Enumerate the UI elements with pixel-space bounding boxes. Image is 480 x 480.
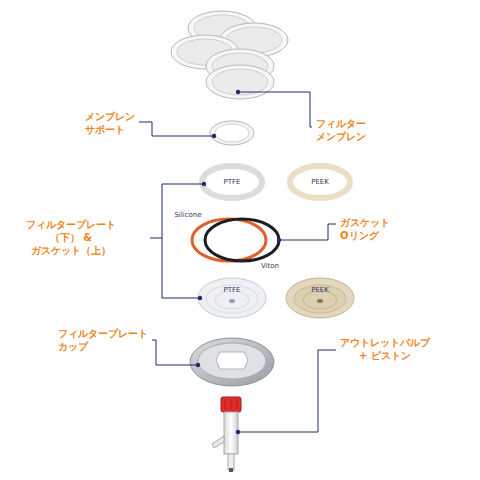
cup-rim [190, 338, 274, 386]
leader-dot [277, 238, 281, 242]
leader-dot [202, 182, 206, 186]
leader-dots [196, 90, 281, 434]
ptfe-plate [198, 278, 266, 318]
leader-line [279, 224, 336, 240]
leader-line [238, 350, 336, 432]
valve-spout [212, 436, 224, 448]
viton-oring [205, 219, 279, 261]
cap-ridge [225, 399, 226, 410]
part-callout: アウトレットバルブ + ピストン [340, 336, 430, 362]
part-callout: ガスケット Oリング [340, 216, 390, 242]
leader-dot [236, 90, 240, 94]
leader-line [152, 340, 198, 365]
nozzle-tip [229, 468, 233, 472]
leader-line [139, 122, 214, 136]
lower-plates [198, 278, 354, 318]
material-tag: PEEK [311, 286, 329, 294]
peek-hole [317, 299, 323, 303]
peek-plate [286, 278, 354, 318]
leader-line [150, 238, 162, 239]
bracket-line [162, 184, 204, 298]
part-callout: フィルター メンブレン [316, 117, 366, 143]
outlet-valve [212, 397, 241, 472]
cap-ridge [231, 399, 232, 410]
membrane-support [210, 121, 254, 145]
plate-cup [190, 338, 274, 386]
valve-nozzle [228, 454, 234, 470]
ptfe-ring [202, 166, 262, 198]
ptfe-hole [229, 299, 235, 303]
leader-dot [198, 296, 202, 300]
cap-ridge [237, 399, 238, 410]
leader-lines [139, 92, 336, 432]
upper-rings [202, 166, 350, 198]
peek-ring [290, 166, 350, 198]
part-callout: フィルタープレート（下） & ガスケット（上） [26, 218, 116, 257]
leader-dot [196, 363, 200, 367]
support-face [215, 124, 249, 142]
material-tag: PTFE [224, 286, 241, 294]
membrane-disc [206, 65, 274, 99]
leader-line [238, 92, 312, 127]
leader-dot [212, 134, 216, 138]
material-tag: Silicone [174, 211, 201, 219]
material-tag: PEEK [311, 178, 329, 186]
material-tag: PTFE [224, 178, 241, 186]
part-callout: メンブレン サポート [85, 110, 135, 136]
valve-cap [221, 397, 241, 412]
peek-groove [294, 285, 346, 313]
cup-opening [216, 352, 248, 369]
filter-membranes [171, 11, 288, 99]
part-callout: フィルタープレート カップ [58, 327, 148, 353]
material-tag: Viton [261, 262, 279, 270]
valve-body [224, 412, 238, 454]
ptfe-groove [206, 285, 258, 313]
gasket-orings [192, 219, 279, 261]
cup-floor [198, 343, 266, 379]
membrane-face [212, 69, 268, 95]
support-disc [210, 121, 254, 145]
silicone-oring [192, 219, 266, 261]
leader-dot [236, 430, 240, 434]
